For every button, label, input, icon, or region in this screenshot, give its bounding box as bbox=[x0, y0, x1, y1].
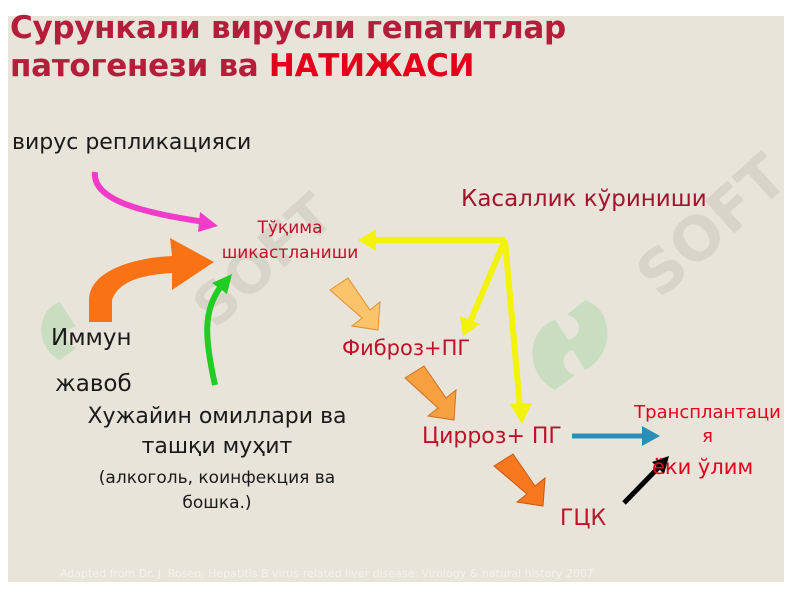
host-factors-line-2: ташқи муҳит bbox=[141, 434, 293, 459]
black-arrow-death bbox=[622, 464, 662, 505]
yellow-connector-cirrhosis bbox=[502, 239, 523, 409]
title-prefix: патогенези ва bbox=[10, 48, 269, 84]
flow-arrow-1 bbox=[329, 277, 381, 331]
transplant-line-2: я bbox=[702, 426, 713, 447]
yellow-arrowhead-left bbox=[358, 229, 376, 251]
slide-panel bbox=[8, 16, 784, 582]
black-arrowhead bbox=[652, 456, 669, 474]
footer-citation: Adapted from Dr. J. Rosen, Hepatitis B v… bbox=[60, 567, 594, 580]
fibrosis-label: Фиброз+ПГ bbox=[342, 336, 471, 360]
teal-arrowhead bbox=[642, 426, 660, 446]
title-line-1: Сурункали вирусли гепатитлар bbox=[10, 10, 566, 46]
hcc-label: ГЦК bbox=[560, 506, 607, 531]
flow-arrow-3 bbox=[493, 453, 546, 507]
green-arrow-host bbox=[204, 283, 225, 386]
immune-line-2: жавоб bbox=[55, 371, 132, 397]
tissue-damage-line-2: шикастланиши bbox=[221, 243, 359, 263]
title-accent: НАТИЖАСИ bbox=[268, 48, 475, 84]
host-factors-examples: (алкоголь, коинфекция ва бошка.) bbox=[62, 466, 372, 516]
yellow-arrowhead-fibrosis bbox=[460, 316, 480, 336]
tissue-damage-line-1: Тўқима bbox=[257, 218, 323, 238]
host-examples-line-1: (алкоголь, коинфекция ва bbox=[98, 468, 336, 488]
cirrhosis-label: Цирроз+ ПГ bbox=[422, 424, 562, 449]
host-factors-line-1: Хужайин омиллари ва bbox=[87, 404, 347, 429]
tissue-damage-label: Тўқима шикастланиши bbox=[210, 216, 370, 266]
magenta-arrow-virus bbox=[91, 171, 206, 225]
green-arrowhead bbox=[212, 274, 232, 294]
transplant-line-1: Трансплантаци bbox=[634, 402, 781, 423]
host-factors-label: Хужайин омиллари ва ташқи муҳит bbox=[62, 402, 372, 462]
transplant-label: Трансплантаци я bbox=[620, 401, 795, 449]
host-examples-line-2: бошка.) bbox=[182, 493, 252, 513]
title-line-2: патогенези ва НАТИЖАСИ bbox=[10, 48, 474, 84]
orange-arrow-immune bbox=[89, 238, 214, 322]
magenta-arrowhead bbox=[198, 212, 218, 232]
yellow-connector-fibrosis bbox=[467, 238, 508, 324]
death-label: ёки ўлим bbox=[652, 455, 754, 479]
immune-line-1: Иммун bbox=[51, 325, 132, 351]
flow-arrow-2 bbox=[404, 365, 457, 421]
disease-manifestation-label: Касаллик кўриниши bbox=[461, 186, 707, 212]
yellow-arrowhead-cirrhosis bbox=[510, 403, 532, 424]
virus-replication-label: вирус репликацияси bbox=[12, 130, 252, 155]
